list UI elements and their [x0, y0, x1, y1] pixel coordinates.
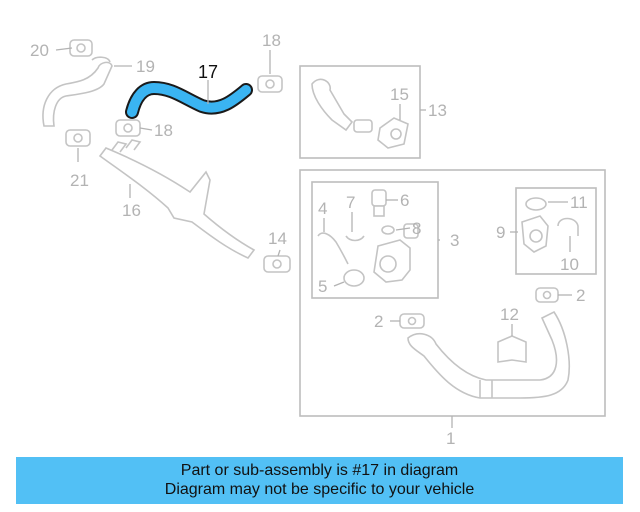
callout-2-lower: 2 — [374, 312, 383, 331]
callout-16: 16 — [122, 201, 141, 220]
oring-11 — [525, 197, 547, 211]
box-13 — [299, 65, 421, 159]
leader-lines — [55, 47, 572, 428]
clamp-18-upper — [257, 75, 283, 93]
callout-10: 10 — [560, 255, 579, 274]
callout-2-upper: 2 — [576, 286, 585, 305]
sensor-6 — [371, 189, 387, 217]
housing-3 — [373, 223, 419, 283]
clamp-14 — [263, 255, 291, 273]
hose-13 — [311, 78, 373, 133]
callout-6: 6 — [400, 191, 409, 210]
housing-9 — [521, 215, 549, 253]
hose-19 — [42, 56, 113, 127]
callout-8: 8 — [412, 219, 421, 238]
callout-11: 11 — [570, 193, 588, 212]
callout-15: 15 — [390, 85, 409, 104]
callout-21: 21 — [70, 171, 89, 190]
pipe-16 — [98, 139, 256, 259]
callout-9: 9 — [496, 223, 505, 242]
callout-19: 19 — [136, 57, 155, 76]
callout-18-lower: 18 — [154, 121, 173, 140]
hose-17-highlighted — [125, 80, 253, 119]
info-banner: Part or sub-assembly is #17 in diagram D… — [16, 457, 623, 504]
hose-1 — [407, 310, 571, 399]
oring-8 — [381, 225, 395, 235]
callout-20: 20 — [30, 41, 49, 60]
banner-line-2: Diagram may not be specific to your vehi… — [164, 481, 475, 498]
callout-13: 13 — [428, 101, 447, 120]
bracket-12 — [497, 335, 527, 363]
callout-18-upper: 18 — [262, 31, 281, 50]
clamp-2-upper — [535, 287, 559, 303]
callout-1: 1 — [446, 429, 455, 448]
oring-5 — [343, 269, 365, 287]
clamp-2-lower — [399, 313, 425, 329]
callout-17: 17 — [198, 62, 218, 82]
clamp-18-lower — [115, 119, 141, 137]
callout-3: 3 — [450, 231, 459, 250]
callout-5: 5 — [318, 277, 327, 296]
callout-12: 12 — [500, 305, 519, 324]
clip-4 — [317, 232, 349, 265]
clamp-21 — [65, 129, 91, 147]
connector-15 — [377, 117, 409, 149]
banner-line-1: Part or sub-assembly is #17 in diagram — [180, 462, 459, 479]
box-9 — [515, 187, 597, 275]
clip-10 — [557, 217, 579, 236]
clip-7 — [345, 235, 365, 242]
callout-14: 14 — [268, 229, 287, 248]
callout-4: 4 — [318, 199, 327, 218]
callouts: 20 19 21 18 16 17 18 13 15 14 6 4 7 8 3 … — [30, 31, 588, 448]
callout-7: 7 — [346, 193, 355, 212]
clamp-20 — [69, 39, 93, 57]
